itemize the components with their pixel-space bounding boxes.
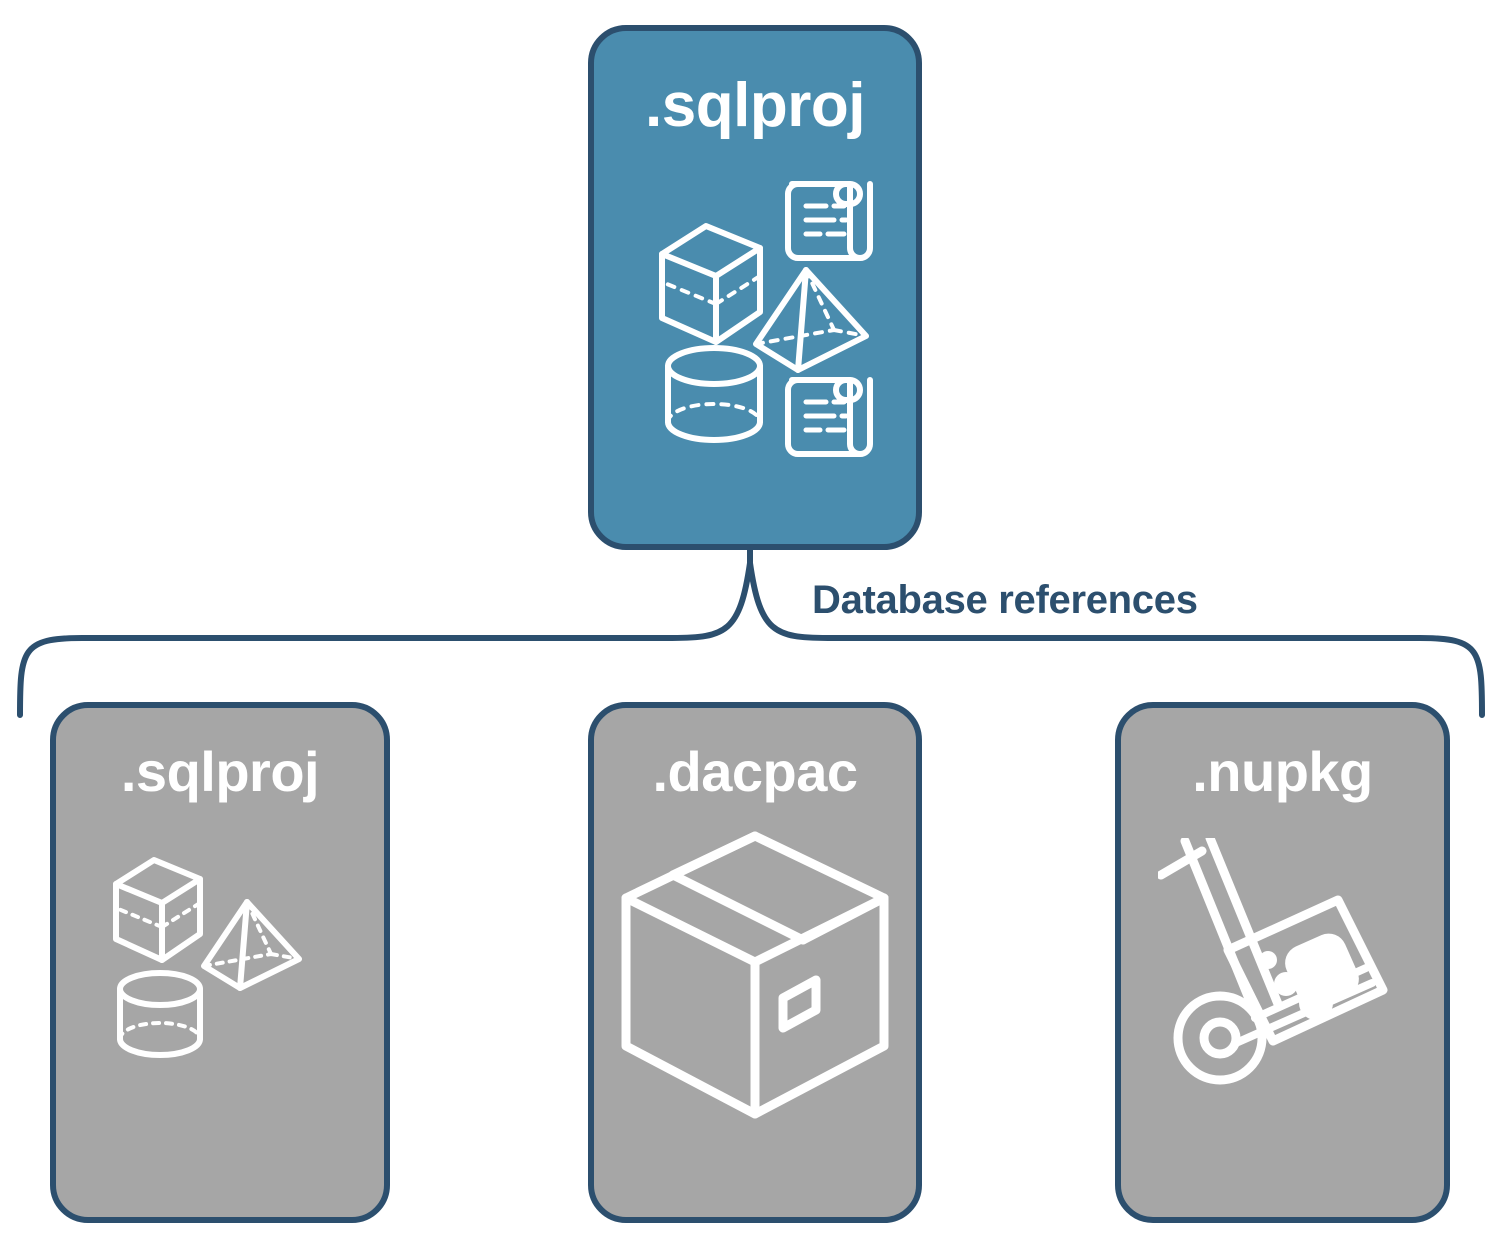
card-title: .sqlproj xyxy=(645,71,865,140)
cube-icon xyxy=(659,223,763,345)
pyramid-icon xyxy=(201,899,302,991)
card-child-sqlproj[interactable]: .sqlproj xyxy=(50,702,390,1223)
database-objects-icon xyxy=(110,856,330,1086)
cube-icon xyxy=(113,857,203,963)
card-title: .sqlproj xyxy=(120,740,320,803)
scroll-icon-top xyxy=(785,181,873,261)
card-child-dacpac[interactable]: .dacpac xyxy=(588,702,922,1223)
pyramid-icon xyxy=(753,267,869,373)
card-title: .nupkg xyxy=(1192,740,1373,803)
package-box-icon xyxy=(620,830,890,1120)
cylinder-icon xyxy=(117,970,203,1058)
hand-truck-package-icon xyxy=(1156,833,1408,1108)
connector-label: Database references xyxy=(812,578,1198,622)
database-objects-icon xyxy=(654,176,884,461)
card-child-nupkg[interactable]: .nupkg xyxy=(1115,702,1450,1223)
cylinder-icon xyxy=(665,345,763,443)
card-title: .dacpac xyxy=(652,740,858,803)
card-root-sqlproj[interactable]: .sqlproj xyxy=(588,25,922,550)
scroll-icon-bottom xyxy=(785,377,873,457)
